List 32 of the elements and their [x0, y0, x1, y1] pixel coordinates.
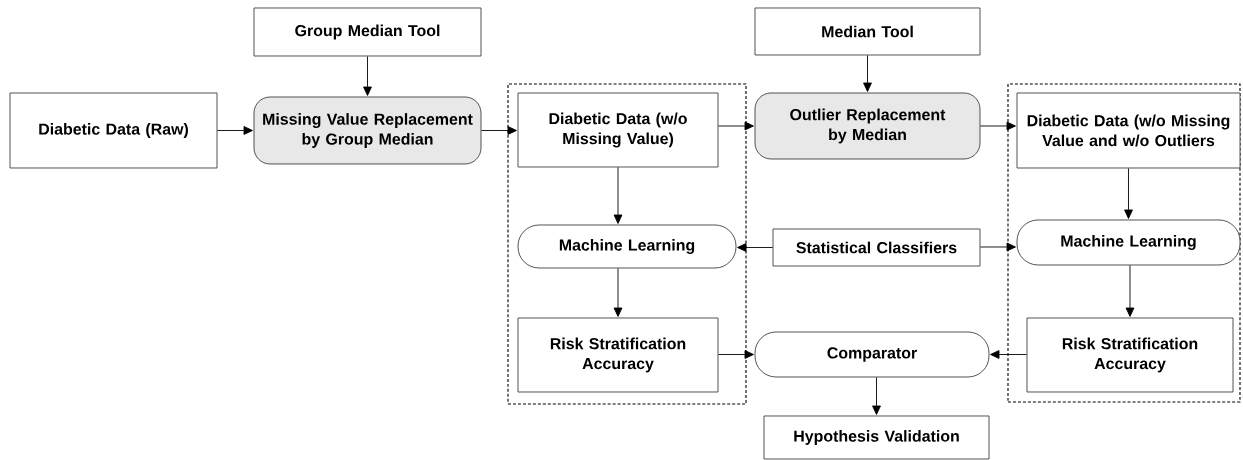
process-box: Median Tool	[754, 7, 981, 56]
arrow	[718, 350, 754, 359]
dashed-group-box	[507, 83, 747, 405]
process-box: Hypothesis Validation	[763, 415, 990, 460]
rounded-process-box: Machine Learning	[517, 224, 737, 269]
process-box: Diabetic Data (w/o Missing Value and w/o Outliers	[1016, 92, 1241, 169]
arrow	[363, 56, 372, 96]
node-label: Machine Learning	[1061, 235, 1196, 250]
rounded-process-box: Missing Value Replacement by Group Median	[253, 96, 482, 165]
rounded-process-box: Outlier Replacement by Median	[754, 92, 981, 160]
arrow	[613, 268, 623, 317]
dashed-group-box	[1007, 83, 1241, 403]
arrow	[613, 167, 623, 224]
arrow	[737, 243, 773, 252]
arrow	[980, 242, 1016, 252]
arrow	[1125, 265, 1135, 317]
process-box: Group Median Tool	[253, 7, 482, 57]
arrow	[217, 126, 253, 135]
arrow	[863, 55, 872, 92]
arrow	[1124, 168, 1133, 219]
arrow	[980, 121, 1016, 131]
process-box: Risk Stratification Accuracy	[1026, 317, 1234, 393]
arrow	[718, 121, 754, 131]
process-box: Risk Stratification Accuracy	[517, 317, 719, 393]
process-box: Diabetic Data (Raw)	[9, 92, 218, 169]
rounded-process-box: Comparator	[754, 331, 990, 378]
arrow	[481, 126, 517, 135]
process-box: Statistical Classifiers	[772, 228, 981, 267]
arrow	[990, 350, 1027, 359]
process-box: Diabetic Data (w/o Missing Value)	[517, 92, 719, 168]
rounded-process-box: Machine Learning	[1016, 219, 1241, 266]
arrow	[872, 377, 881, 415]
